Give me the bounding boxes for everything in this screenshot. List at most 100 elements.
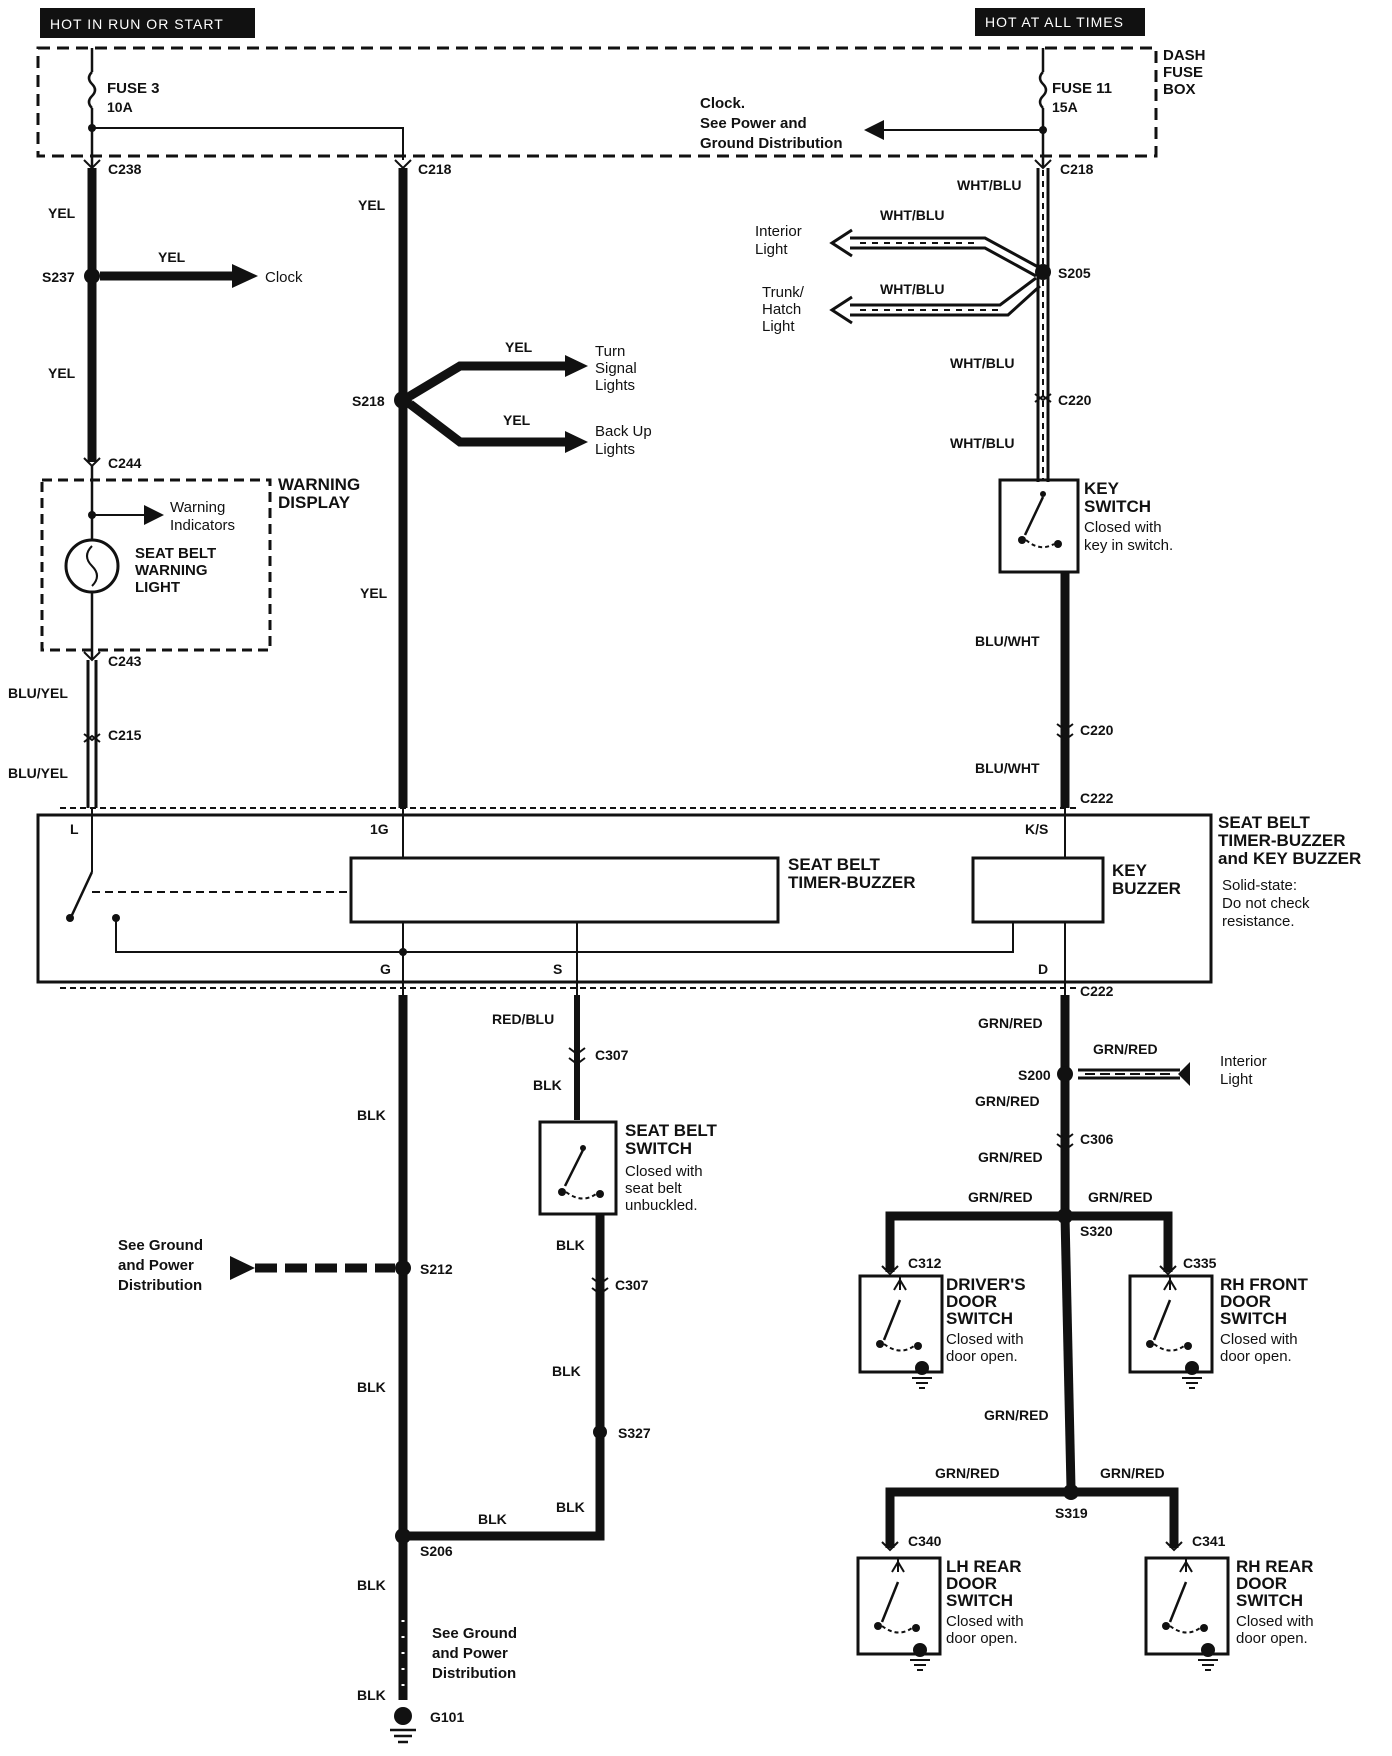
fuse-11-icon — [1038, 71, 1048, 109]
pin-g: G — [380, 961, 391, 977]
svg-text:WHT/BLU: WHT/BLU — [880, 207, 945, 223]
key-buzzer — [971, 856, 1105, 924]
connector-c238: C238 — [108, 161, 142, 177]
connector-c335: C335 — [1183, 1255, 1217, 1271]
svg-text:G101: G101 — [430, 1709, 464, 1725]
svg-text:BLK: BLK — [357, 1687, 386, 1703]
svg-text:YEL: YEL — [158, 249, 186, 265]
seat-belt-warning-light-label: SEAT BELT — [135, 545, 216, 562]
svg-text:Light: Light — [755, 241, 788, 258]
fuse-11-label: FUSE 11 — [1052, 80, 1112, 97]
svg-text:Lights: Lights — [595, 377, 635, 394]
connector-c306: C306 — [1080, 1131, 1114, 1147]
svg-text:GRN/RED: GRN/RED — [984, 1407, 1049, 1423]
pin-d: D — [1038, 961, 1048, 977]
svg-text:SWITCH: SWITCH — [1236, 1591, 1303, 1610]
svg-text:BLU/WHT: BLU/WHT — [975, 633, 1040, 649]
pin-s: S — [553, 961, 562, 977]
svg-text:SWITCH: SWITCH — [1220, 1309, 1287, 1328]
svg-text:GRN/RED: GRN/RED — [968, 1189, 1033, 1205]
svg-text:BLU/YEL: BLU/YEL — [8, 685, 68, 701]
svg-text:S320: S320 — [1080, 1223, 1113, 1239]
key-switch-title: KEY — [1084, 479, 1120, 498]
dest-interior-light-top: Interior — [755, 223, 802, 240]
rh-front-door-switch-title: RH FRONT — [1220, 1275, 1308, 1294]
warning-display-box — [40, 478, 272, 652]
seat-belt-timer-buzzer-module — [36, 813, 1213, 984]
warning-display-title: WARNING — [278, 475, 360, 494]
dest-interior-light-bottom: Interior — [1220, 1053, 1267, 1070]
connector-c340: C340 — [908, 1533, 942, 1549]
svg-text:S206: S206 — [420, 1543, 453, 1559]
rh-rear-door-switch — [1144, 1556, 1230, 1656]
connector-c244: C244 — [108, 455, 142, 471]
svg-text:BUZZER: BUZZER — [1112, 879, 1181, 898]
svg-text:door open.: door open. — [946, 1630, 1018, 1647]
timer-buzzer-title: SEAT BELT — [788, 855, 881, 874]
svg-text:Hatch: Hatch — [762, 301, 801, 318]
svg-text:LIGHT: LIGHT — [135, 579, 180, 596]
fuse-11-rating: 15A — [1052, 99, 1078, 115]
svg-text:S327: S327 — [618, 1425, 651, 1441]
wire-blk-seatbelt-return — [403, 1214, 605, 1541]
arrow-to-backup-icon — [565, 431, 588, 453]
dest-ground-bottom: See Ground — [432, 1625, 517, 1642]
ground-g101 — [394, 1707, 412, 1725]
svg-text:DISPLAY: DISPLAY — [278, 493, 351, 512]
arrow-to-clock-icon — [232, 264, 258, 288]
hot-in-run-label: HOT IN RUN OR START — [50, 16, 224, 32]
svg-text:Indicators: Indicators — [170, 517, 235, 534]
svg-text:S237: S237 — [42, 269, 75, 285]
splice-s212 — [395, 1260, 411, 1276]
svg-text:BLK: BLK — [357, 1577, 386, 1593]
pin-1g: 1G — [370, 821, 389, 837]
svg-text:GRN/RED: GRN/RED — [1088, 1189, 1153, 1205]
connector-c215: C215 — [108, 727, 142, 743]
svg-text:GRN/RED: GRN/RED — [978, 1149, 1043, 1165]
connector-c243: C243 — [108, 653, 142, 669]
svg-text:BLK: BLK — [556, 1499, 585, 1515]
svg-text:door open.: door open. — [946, 1348, 1018, 1365]
svg-text:DOOR: DOOR — [946, 1292, 997, 1311]
connector-c307-top: C307 — [595, 1047, 629, 1063]
svg-text:S200: S200 — [1018, 1067, 1051, 1083]
connector-c341: C341 — [1192, 1533, 1226, 1549]
svg-text:BLK: BLK — [478, 1511, 507, 1527]
svg-text:GRN/RED: GRN/RED — [1100, 1465, 1165, 1481]
svg-text:TIMER-BUZZER: TIMER-BUZZER — [788, 873, 915, 892]
svg-text:See Power and: See Power and — [700, 115, 807, 132]
svg-text:resistance.: resistance. — [1222, 913, 1295, 930]
svg-text:WARNING: WARNING — [135, 562, 208, 579]
dest-turn-signal: Turn — [595, 343, 625, 360]
svg-text:Ground Distribution: Ground Distribution — [700, 135, 842, 152]
connector-c218-left: C218 — [418, 161, 452, 177]
svg-text:Closed with: Closed with — [946, 1613, 1024, 1630]
svg-text:BLU/YEL: BLU/YEL — [8, 765, 68, 781]
svg-text:YEL: YEL — [48, 365, 76, 381]
seat-belt-timer-buzzer — [349, 856, 780, 924]
svg-text:S205: S205 — [1058, 265, 1091, 281]
arrow-to-interior-light-icon — [829, 228, 853, 258]
lh-rear-door-switch-title: LH REAR — [946, 1557, 1022, 1576]
svg-text:WHT/BLU: WHT/BLU — [950, 355, 1015, 371]
svg-text:Lights: Lights — [595, 441, 635, 458]
svg-text:SWITCH: SWITCH — [625, 1139, 692, 1158]
svg-text:WHT/BLU: WHT/BLU — [880, 281, 945, 297]
drivers-door-switch-title: DRIVER'S — [946, 1275, 1026, 1294]
connector-c307-bottom: C307 — [615, 1277, 649, 1293]
seat-belt-switch — [538, 1120, 618, 1216]
hot-at-all-times-header — [975, 8, 1145, 36]
svg-text:WHT/BLU: WHT/BLU — [950, 435, 1015, 451]
splice-s237 — [84, 268, 100, 284]
svg-text:Closed with: Closed with — [625, 1163, 703, 1180]
svg-text:and Power: and Power — [118, 1257, 194, 1274]
svg-text:unbuckled.: unbuckled. — [625, 1197, 698, 1214]
arrow-to-ground-dist-icon — [230, 1256, 255, 1280]
svg-text:BLK: BLK — [357, 1379, 386, 1395]
svg-text:SWITCH: SWITCH — [946, 1309, 1013, 1328]
lh-rear-door-switch — [856, 1556, 942, 1656]
arrow-to-trunk-light-icon — [829, 295, 853, 325]
svg-text:GRN/RED: GRN/RED — [975, 1093, 1040, 1109]
svg-text:GRN/RED: GRN/RED — [935, 1465, 1000, 1481]
svg-text:YEL: YEL — [48, 205, 76, 221]
